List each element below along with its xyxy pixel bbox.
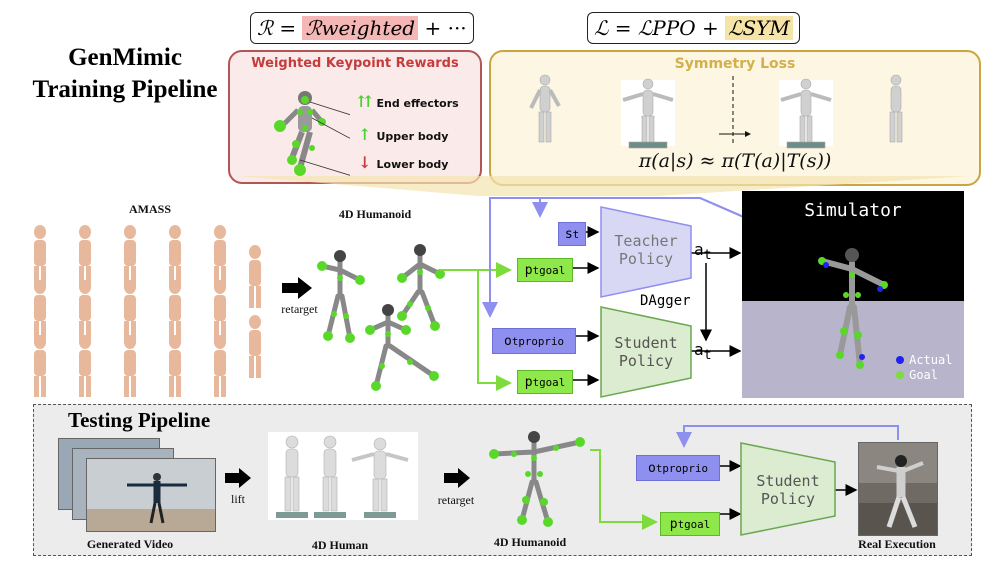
goal-symbol: p: [524, 262, 533, 278]
goal-symbol: p: [524, 374, 533, 390]
student-test-line2: Policy: [760, 490, 816, 508]
reward-item-lower-body: ↓ Lower body: [358, 153, 448, 172]
amass-label: AMASS: [128, 202, 171, 216]
proprio-symbol: o: [504, 333, 512, 349]
student-test-line1: Student: [756, 472, 820, 490]
reward-formula-lhs: ℛ =: [257, 16, 297, 40]
up-arrow-icon: ↑: [358, 125, 372, 144]
loss-formula-lhs: ℒ = ℒPPO +: [594, 16, 719, 40]
lift-label: lift: [231, 492, 245, 506]
video-frame-front: [86, 458, 216, 532]
subscript-t: t: [703, 348, 712, 364]
teacher-label-line2: Policy: [618, 250, 674, 268]
subscript-t: t: [532, 375, 540, 389]
right-arrow-icon: [282, 277, 312, 299]
double-up-arrow-icon: ⇈: [358, 92, 372, 111]
simulator-title: Simulator: [804, 200, 902, 221]
robot-keypoint-figure: [270, 88, 399, 191]
teacher-policy-label: Teacher Policy: [604, 232, 688, 268]
student-policy-block: [600, 306, 692, 398]
legend-actual: Actual: [896, 349, 952, 368]
subscript-t: t: [572, 227, 580, 241]
reward-formula-rest: + ···: [424, 16, 467, 40]
student-label-line2: Policy: [618, 352, 674, 370]
retarget-label: retarget: [281, 302, 318, 316]
reward-item-label: Lower body: [376, 158, 449, 171]
humanoid-label: 4D Humanoid: [338, 207, 412, 221]
weighted-rewards-title: Weighted Keypoint Rewards: [251, 56, 459, 71]
superscript-goal: goal: [539, 263, 566, 277]
humanoid-4d-test-figure: [484, 428, 594, 532]
amass-motion-crowd: [15, 212, 270, 398]
reward-formula: ℛ = ℛweighted + ···: [250, 12, 474, 44]
weighted-rewards-panel: Weighted Keypoint Rewards ⇈ End effector…: [228, 50, 482, 191]
subscript-t: t: [655, 461, 663, 475]
reward-item-end-effectors: ⇈ End effectors: [358, 92, 459, 111]
superscript-proprio: proprio: [662, 461, 708, 475]
testing-title: Testing Pipeline: [68, 408, 211, 432]
testing-arrows: [560, 420, 900, 540]
panel-connector: [228, 176, 980, 198]
proprio-symbol: o: [648, 460, 656, 476]
action-label-teacher: at: [694, 240, 712, 263]
reward-item-label: Upper body: [376, 130, 449, 143]
generated-video-label: Generated Video: [86, 537, 174, 551]
symmetry-loss-panel: Symmetry Loss π(a|s) ≈ π(T(a)|T(s)): [489, 50, 981, 186]
action-symbol: a: [694, 240, 704, 259]
action-symbol: a: [694, 340, 704, 359]
symmetry-equation: π(a|s) ≈ π(T(a)|T(s)): [638, 150, 832, 172]
actual-dot-icon: [896, 356, 904, 364]
reward-item-upper-body: ↑ Upper body: [358, 125, 448, 144]
student-policy-test-block: [740, 442, 836, 536]
teacher-label-line1: Teacher: [614, 232, 678, 250]
legend-actual-label: Actual: [909, 353, 953, 367]
action-label-student: at: [694, 340, 712, 363]
subscript-t: t: [703, 248, 712, 264]
loss-formula-highlight: ℒSYM: [725, 16, 793, 40]
right-arrow-icon: [444, 468, 470, 488]
real-execution-photo: [858, 442, 938, 536]
state-symbol: s: [564, 226, 573, 242]
subscript-t: t: [511, 334, 519, 348]
legend-goal: Goal: [896, 364, 938, 383]
student-policy-test-label: Student Policy: [744, 472, 832, 508]
subscript-t: t: [532, 263, 540, 277]
training-arrows: [440, 188, 816, 403]
simulator-robot: [810, 245, 900, 385]
superscript-goal: goal: [539, 375, 566, 389]
real-execution-label: Real Execution: [858, 537, 936, 551]
loss-formula: ℒ = ℒPPO + ℒSYM: [587, 12, 800, 44]
reward-formula-highlight: ℛweighted: [302, 16, 419, 40]
humanoid-4d-figures: [310, 226, 480, 396]
retarget-label-test: retarget: [437, 493, 475, 507]
down-arrow-icon: ↓: [358, 153, 372, 172]
symmetry-loss-title: Symmetry Loss: [674, 56, 796, 72]
subscript-t: t: [677, 517, 685, 531]
pipeline-title: GenMimic Training Pipeline: [32, 44, 218, 103]
goal-symbol: p: [669, 516, 678, 532]
humanoid-4d-test-label: 4D Humanoid: [493, 535, 567, 549]
human-4d-label: 4D Human: [311, 538, 369, 552]
student-policy-label: Student Policy: [604, 334, 688, 370]
right-arrow-icon: [225, 468, 251, 488]
superscript-proprio: proprio: [518, 334, 564, 348]
student-label-line1: Student: [614, 334, 678, 352]
dagger-label: DAgger: [640, 293, 691, 309]
legend-goal-label: Goal: [909, 368, 938, 382]
symmetry-figures: [511, 72, 961, 152]
human-4d-figures: [268, 432, 418, 520]
superscript-goal: goal: [684, 517, 711, 531]
teacher-policy-block: [600, 206, 692, 298]
reward-item-label: End effectors: [376, 97, 459, 110]
goal-dot-icon: [896, 371, 904, 379]
